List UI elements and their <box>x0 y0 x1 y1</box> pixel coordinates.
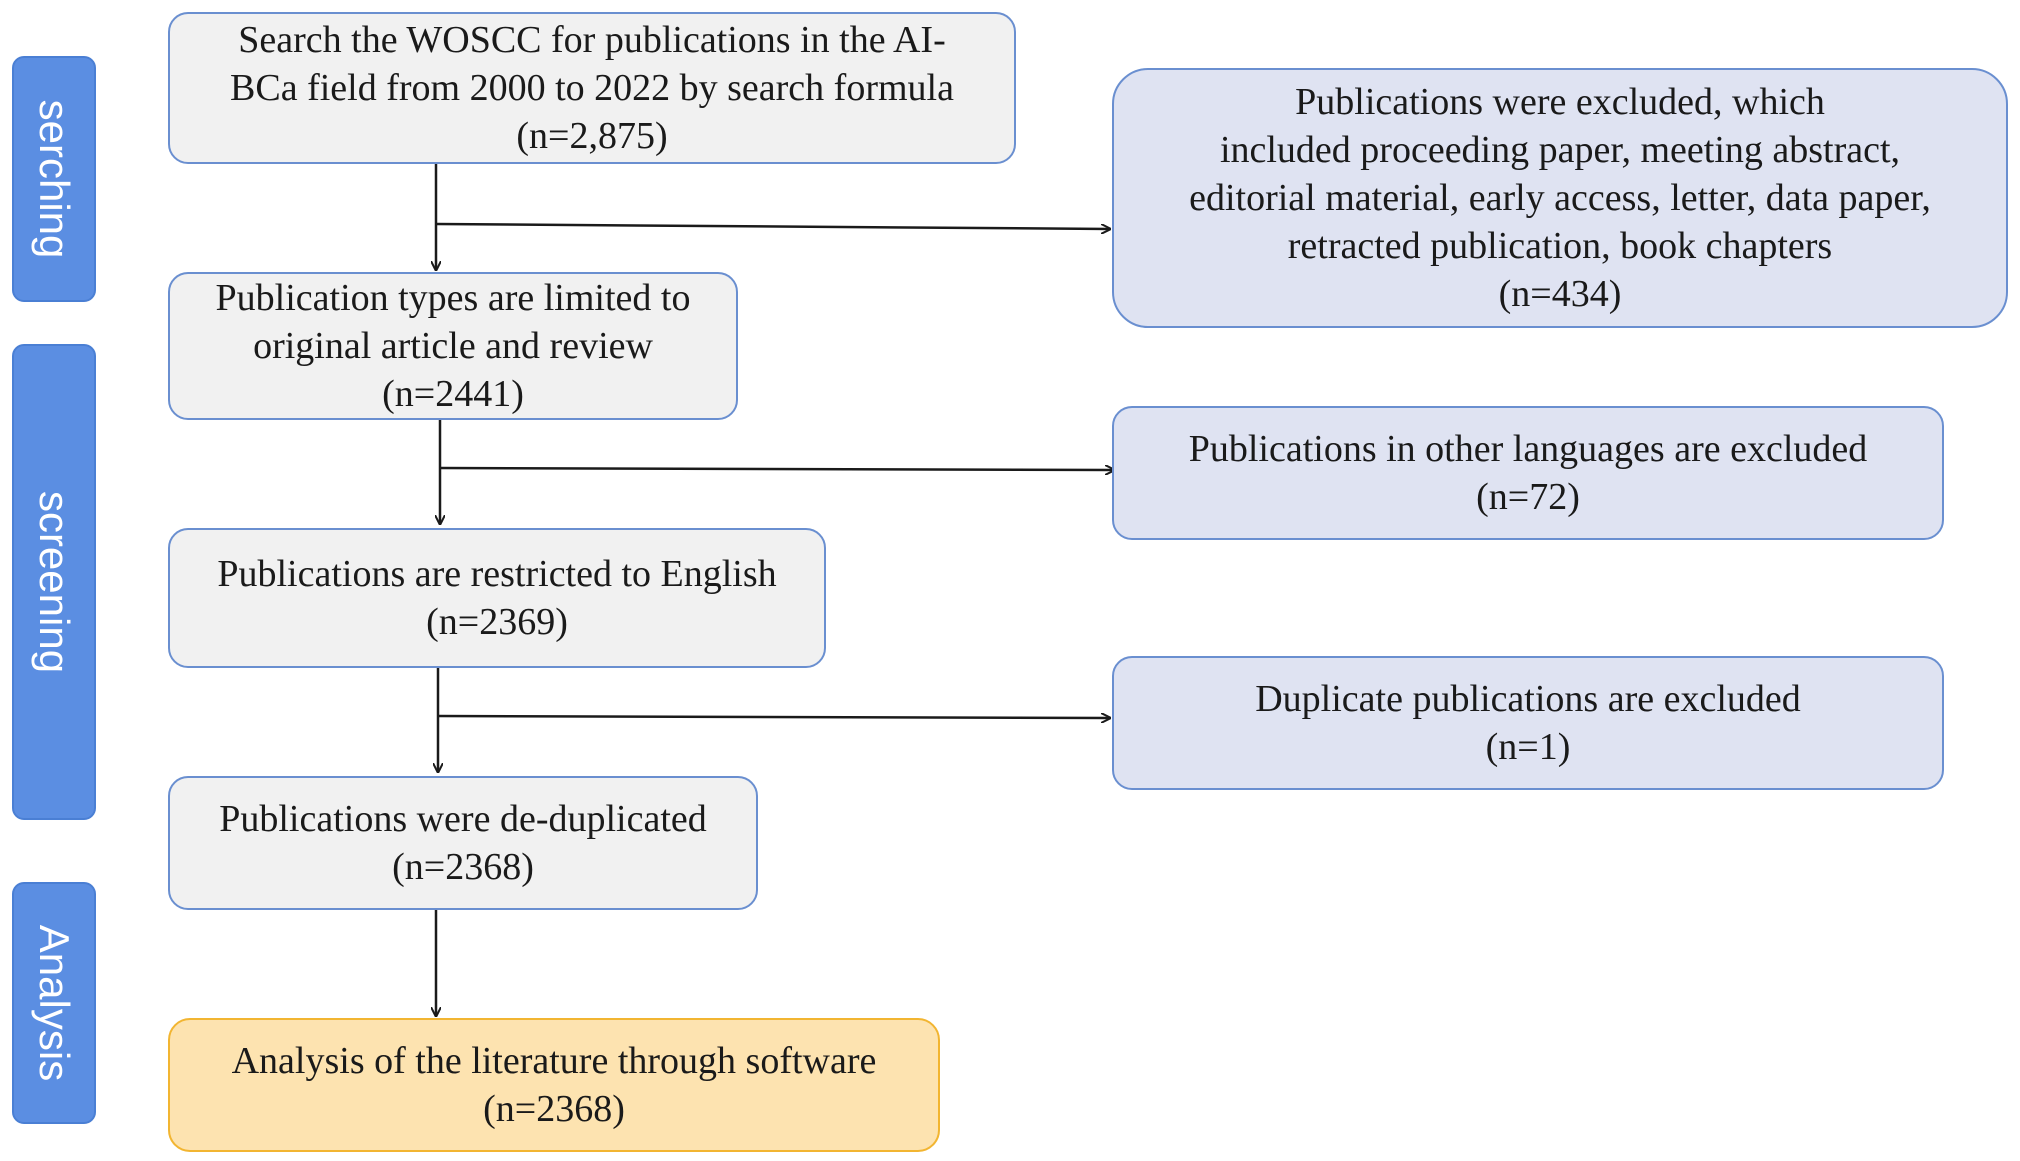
step-analysis-box: Analysis of the literature through softw… <box>168 1018 940 1152</box>
step-dedup-count: (n=2368) <box>392 846 534 888</box>
step-types-box: Publication types are limited to origina… <box>168 272 738 420</box>
exclusion-types-box: Publications were excluded, which includ… <box>1112 68 2008 328</box>
step-types-line-2: original article and review <box>253 325 653 367</box>
step-english-count: (n=2369) <box>426 601 568 643</box>
exclusion-types-line-3: editorial material, early access, letter… <box>1189 177 1931 219</box>
exclusion-duplicate-count: (n=1) <box>1485 726 1571 768</box>
step-search-box: Search the WOSCC for publications in the… <box>168 12 1016 164</box>
step-analysis-line-1: Analysis of the literature through softw… <box>231 1040 877 1082</box>
step-english-line-1: Publications are restricted to English <box>217 553 777 595</box>
arrow-to-duplicate-exclusion <box>437 716 1110 718</box>
stage-label-searching: serching <box>12 56 96 302</box>
exclusion-types-count: (n=434) <box>1498 273 1622 315</box>
exclusion-types-line-4: retracted publication, book chapters <box>1287 225 1833 267</box>
step-search-count: (n=2,875) <box>516 115 668 157</box>
arrow-to-type-exclusion <box>435 222 1110 229</box>
step-types-line-1: Publication types are limited to <box>215 277 691 319</box>
step-analysis-count: (n=2368) <box>483 1088 625 1130</box>
exclusion-language-box: Publications in other languages are excl… <box>1112 406 1944 540</box>
exclusion-types-line-2: included proceeding paper, meeting abstr… <box>1219 129 1901 171</box>
step-dedup-box: Publications were de-duplicated (n=2368) <box>168 776 758 910</box>
exclusion-language-line-1: Publications in other languages are excl… <box>1188 428 1868 470</box>
step-search-line-2: BCa field from 2000 to 2022 by search fo… <box>230 67 954 109</box>
exclusion-duplicate-line-1: Duplicate publications are excluded <box>1255 678 1801 720</box>
arrow-to-language-exclusion <box>439 468 1114 470</box>
step-types-count: (n=2441) <box>382 373 524 415</box>
stage-label-screening: screening <box>12 344 96 820</box>
step-english-box: Publications are restricted to English (… <box>168 528 826 668</box>
step-dedup-line-1: Publications were de-duplicated <box>219 798 707 840</box>
exclusion-types-line-1: Publications were excluded, which <box>1295 81 1825 123</box>
stage-label-analysis: Analysis <box>12 882 96 1124</box>
exclusion-language-count: (n=72) <box>1476 476 1580 518</box>
exclusion-duplicate-box: Duplicate publications are excluded (n=1… <box>1112 656 1944 790</box>
step-search-line-1: Search the WOSCC for publications in the… <box>238 19 946 61</box>
